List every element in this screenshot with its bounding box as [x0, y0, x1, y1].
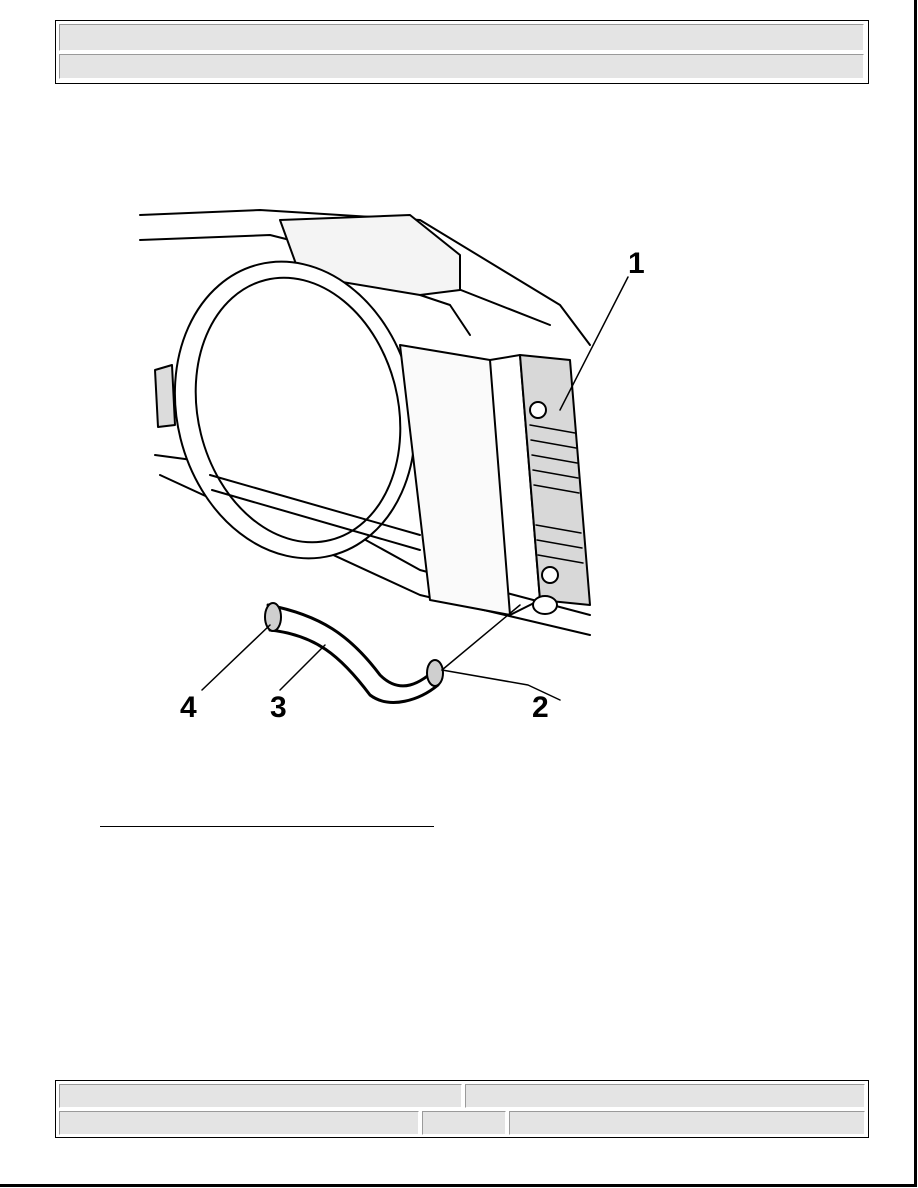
footer-right-bottom	[509, 1111, 865, 1135]
callout-3: 3	[270, 691, 287, 724]
callout-4: 4	[180, 691, 197, 724]
header-title-bar	[59, 24, 864, 51]
footer-left-top	[59, 1084, 462, 1108]
footer-middle-bottom	[422, 1111, 506, 1135]
callout-2: 2	[532, 691, 549, 724]
footer-left-bottom	[59, 1111, 419, 1135]
header-subtitle-bar	[59, 54, 864, 79]
footer-right-top	[465, 1084, 865, 1108]
header-box	[55, 20, 869, 84]
footer-box	[55, 1080, 869, 1138]
radiator-hose-illustration: 1 2 3 4	[139, 209, 645, 724]
section-divider	[100, 826, 434, 827]
callout-1: 1	[628, 247, 645, 280]
